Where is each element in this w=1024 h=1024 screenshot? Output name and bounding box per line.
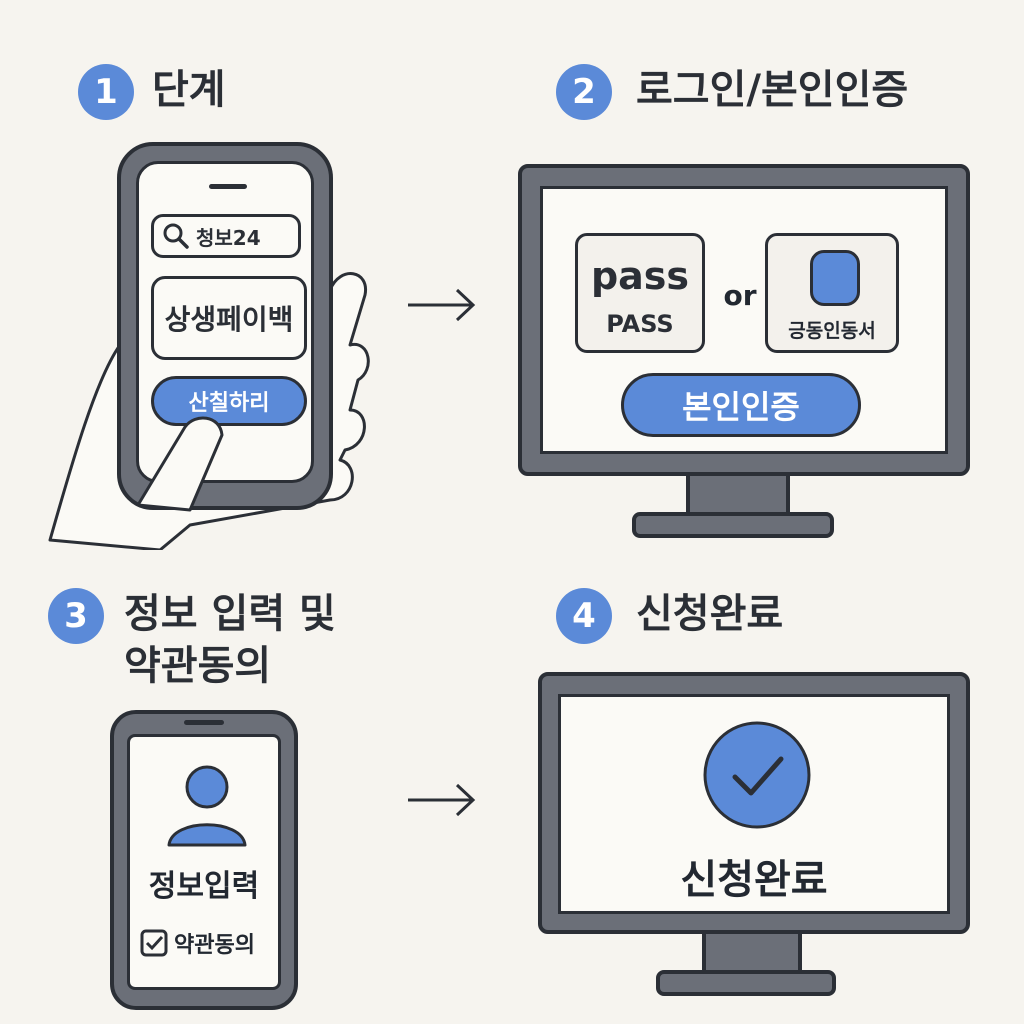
- agree-checkbox[interactable]: 약관동의: [140, 927, 255, 959]
- speaker-slot: [184, 720, 224, 725]
- cert-label: 긍동인동서: [788, 320, 876, 342]
- search-bar[interactable]: 청보24: [151, 214, 301, 258]
- or-text: or: [723, 279, 757, 312]
- step-2-title: 로그인/본인인증: [636, 67, 909, 113]
- service-card[interactable]: 상생페이백: [151, 276, 307, 360]
- arrow-right-icon: [408, 783, 476, 817]
- monitor-step4: 신청완료: [538, 672, 970, 934]
- cert-icon: [810, 250, 860, 306]
- step-2-badge: 2: [556, 64, 612, 120]
- monitor-screen: pass PASS or 긍동인동서 본인인증: [540, 186, 948, 454]
- phone-step3: 정보입력 약관동의: [110, 710, 298, 1010]
- agree-text: 약관동의: [174, 933, 255, 958]
- step-3-badge: 3: [48, 588, 104, 644]
- step-4-badge: 4: [556, 588, 612, 644]
- apply-button-label: 산칠하리: [188, 391, 270, 416]
- step-1-title: 단계: [152, 67, 226, 113]
- auth-button[interactable]: 본인인증: [621, 373, 861, 437]
- step-3-title-line2: 약관동의: [124, 643, 272, 689]
- complete-text: 신청완료: [680, 857, 828, 903]
- checkbox-icon: [140, 929, 168, 957]
- search-icon: [163, 223, 189, 249]
- user-icon: [167, 765, 247, 847]
- step-4-title: 신청완료: [636, 591, 784, 637]
- monitor-stand: [702, 930, 802, 976]
- search-text: 청보24: [196, 225, 261, 250]
- monitor-step2: pass PASS or 긍동인동서 본인인증: [518, 164, 970, 476]
- monitor-screen: 신청완료: [558, 694, 950, 914]
- phone-step1: 청보24 상생페이백 산칠하리: [117, 142, 333, 510]
- finger: [136, 416, 224, 512]
- service-text: 상생페이백: [164, 303, 294, 336]
- speaker-slot: [209, 184, 247, 189]
- monitor-base: [656, 970, 836, 996]
- cert-card[interactable]: 긍동인동서: [765, 233, 899, 353]
- step-1-badge: 1: [78, 64, 134, 120]
- info-input-text: 정보입력: [148, 869, 260, 904]
- pass-label: PASS: [606, 310, 674, 338]
- apply-button[interactable]: 산칠하리: [151, 376, 307, 426]
- pass-card[interactable]: pass PASS: [575, 233, 705, 353]
- check-circle-icon: [703, 721, 811, 829]
- monitor-base: [632, 512, 834, 538]
- step-3-title-line1: 정보 입력 및: [124, 591, 336, 637]
- phone-screen: 청보24 상생페이백 산칠하리: [136, 161, 314, 483]
- phone-screen: 정보입력 약관동의: [127, 734, 281, 990]
- arrow-right-icon: [408, 288, 476, 322]
- pass-logo: pass: [590, 254, 690, 298]
- auth-button-label: 본인인증: [682, 388, 800, 426]
